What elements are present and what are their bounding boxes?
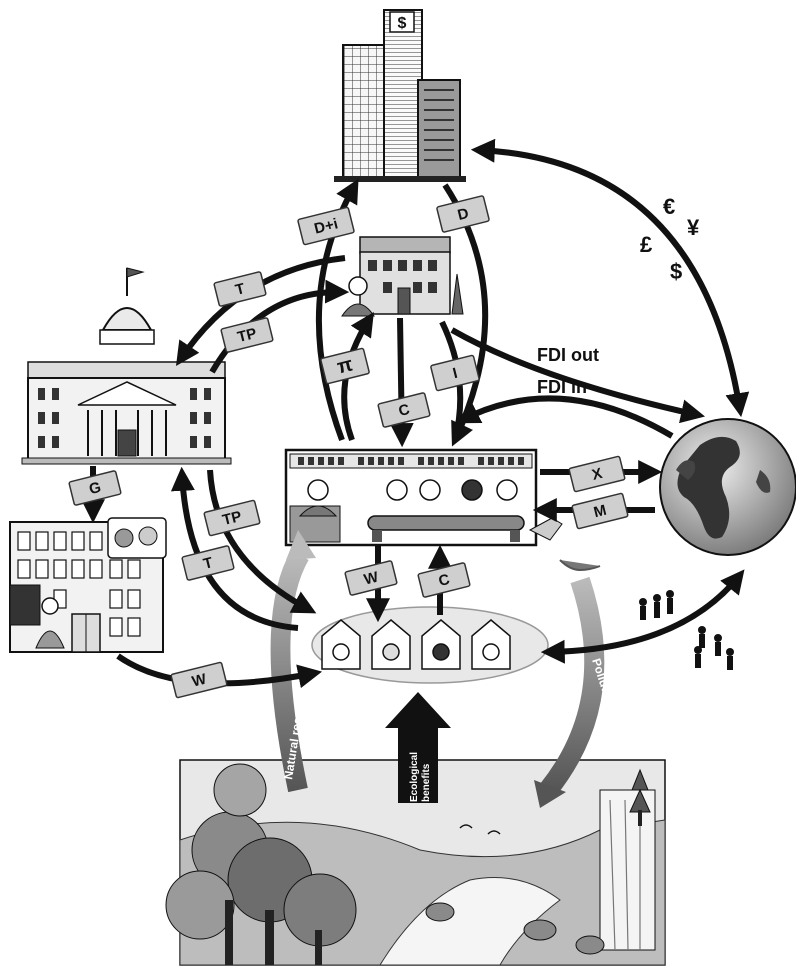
note-transfer-firms: TP: [220, 317, 274, 353]
school-hospital-icon: [9, 517, 167, 653]
pound-symbol: £: [640, 232, 653, 257]
note-taxes-firms: T: [213, 271, 267, 307]
note-government-spending: G: [68, 470, 122, 506]
dollar-symbol: $: [670, 259, 682, 284]
svg-text:D+i: D+i: [313, 215, 340, 237]
government-capitol-icon: [21, 267, 232, 465]
note-debt-interest: D+i: [297, 206, 355, 246]
ecological-benefits-label-1: Ecological: [409, 752, 420, 802]
note-wages-government: W: [170, 661, 228, 699]
fdi-out-label: FDI out: [537, 345, 599, 365]
note-profit: π: [320, 347, 370, 385]
svg-text:G: G: [87, 479, 102, 498]
svg-text:D: D: [456, 205, 471, 224]
note-imports: M: [571, 492, 629, 530]
svg-text:TP: TP: [236, 325, 259, 346]
svg-text:C: C: [437, 571, 452, 590]
svg-text:I: I: [451, 365, 459, 383]
svg-text:π: π: [335, 353, 355, 378]
svg-text:M: M: [592, 502, 608, 522]
note-transfer-households: TP: [203, 499, 261, 537]
svg-text:T: T: [234, 280, 247, 299]
note-investment: I: [430, 354, 480, 392]
ecological-benefits-arrow: Ecological benefits: [385, 692, 451, 803]
euro-symbol: €: [663, 194, 675, 219]
note-debt: D: [436, 195, 490, 233]
svg-text:TP: TP: [221, 508, 244, 529]
note-wages-firms: W: [344, 560, 398, 596]
bank-sign-text: $: [398, 15, 407, 32]
factory-firm-icon: [284, 448, 601, 572]
fdi-in-label: FDI in: [537, 377, 587, 397]
note-consumption-owner: C: [377, 392, 431, 428]
note-exports: X: [568, 455, 626, 493]
globe-icon: [659, 418, 796, 556]
owner-house-icon: [341, 236, 464, 317]
svg-text:W: W: [362, 568, 381, 588]
bank-towers-icon: $: [334, 9, 466, 182]
note-taxes-households: T: [181, 545, 235, 581]
ecological-benefits-label-2: benefits: [421, 763, 432, 802]
svg-text:X: X: [590, 465, 604, 484]
natural-resources-arrow: Natural resources: [270, 530, 316, 793]
households-icon: [311, 606, 549, 684]
migrants-icon: [639, 590, 734, 670]
svg-text:W: W: [190, 670, 209, 690]
svg-text:C: C: [397, 401, 412, 420]
svg-text:T: T: [202, 554, 215, 573]
note-consumption-households: C: [417, 562, 471, 598]
yen-symbol: ¥: [687, 215, 700, 240]
